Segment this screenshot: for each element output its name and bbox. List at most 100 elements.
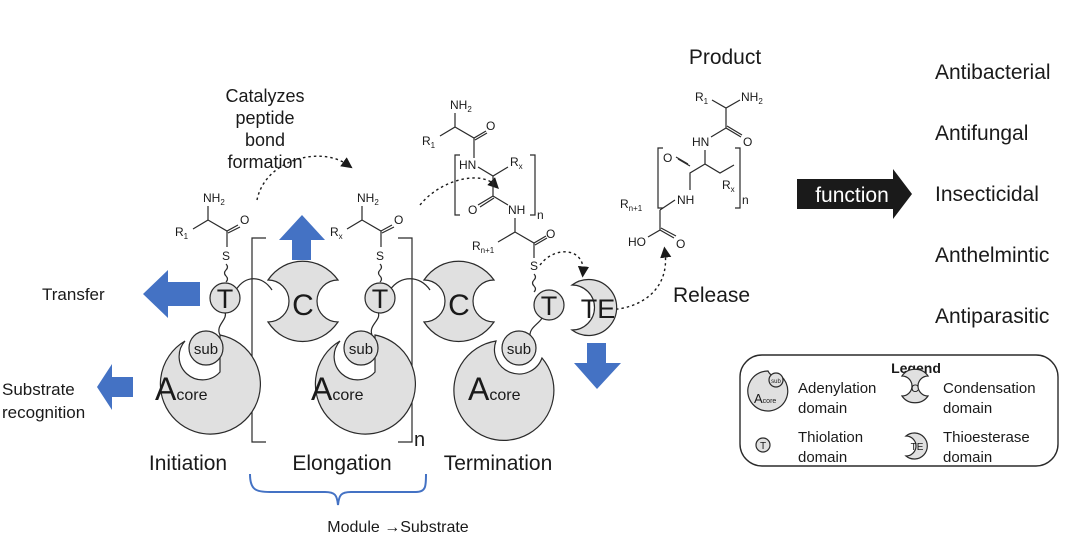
condensation-domain (422, 260, 496, 343)
stage-elongation: Elongation (292, 452, 391, 475)
release-label: Release (673, 284, 750, 307)
thiolation-domain (533, 289, 565, 321)
legend-condensation-suffix: domain (943, 400, 992, 417)
termination-module: C sub Acore TE T (422, 260, 618, 441)
sub-label: sub (507, 341, 531, 358)
chem-nh: NH (677, 193, 694, 207)
chem-nh2: NH2 (741, 90, 763, 106)
legend-thioesterase-name: Thioesterase (943, 429, 1030, 446)
chem-s: S (222, 249, 230, 263)
chem-rx: Rx (722, 178, 735, 194)
adenylation-domain (314, 334, 416, 435)
chem-nh2: NH2 (203, 191, 225, 207)
chem-o: O (486, 119, 495, 133)
initiation-aminoacyl: NH2 R1 O S (175, 191, 249, 283)
catalyzes-line-4: formation (227, 152, 302, 172)
initiation-module: sub Acore T (155, 282, 261, 435)
legend-c-label: C (911, 383, 919, 395)
c-label: C (292, 289, 314, 322)
legend-t-label: T (760, 441, 766, 452)
legend-condensation-name: Condensation (943, 380, 1036, 397)
termination-peptidyl: NH2 R1 O HN Rx O NH n Rn+1 O S (422, 98, 555, 293)
chem-rn1: Rn+1 (472, 239, 495, 255)
sub-label: sub (349, 341, 373, 358)
sub-domain (343, 330, 379, 366)
activity-insecticidal: Insecticidal (935, 183, 1039, 206)
chem-r1: R1 (175, 225, 189, 241)
legend-thioesterase-suffix: domain (943, 449, 992, 466)
function-label: function (815, 184, 889, 207)
elongation-aminoacyl: NH2 Rx O S (330, 191, 403, 283)
transfer-label: Transfer (42, 285, 105, 304)
repeat-n-sub: n (537, 208, 544, 222)
chem-nh2: NH2 (450, 98, 472, 114)
chem-rn1: Rn+1 (620, 197, 643, 213)
legend: Legend sub Acore Adenylation domain C Co… (739, 354, 1059, 467)
stage-termination: Termination (444, 452, 553, 475)
catalyzes-label: Catalyzes peptide bond formation (225, 86, 304, 172)
te-label: TE (581, 294, 616, 324)
condensation-up-arrow-icon (279, 215, 325, 260)
repeat-bracket (657, 147, 741, 209)
catalyzes-line-2: peptide (235, 108, 294, 128)
repeat-bracket (454, 154, 536, 216)
substrate-recognition-label-2: recognition (2, 403, 85, 422)
sub-domain (188, 330, 224, 366)
elongation-bracket (251, 237, 413, 443)
thioesterase-domain (570, 278, 618, 337)
t-label: T (217, 284, 234, 314)
legend-adenylation-name: Adenylation (798, 380, 876, 397)
legend-a-core-label: Acore (754, 391, 776, 406)
chem-o: O (663, 151, 672, 165)
chem-o: O (468, 203, 477, 217)
legend-title: Legend (891, 360, 941, 376)
legend-thiolation-icon (755, 437, 771, 453)
substrate-recognition-label-1: Substrate (2, 380, 75, 399)
activity-anthelmintic: Anthelmintic (935, 244, 1049, 267)
chem-rx: Rx (510, 155, 523, 171)
chem-o: O (240, 213, 249, 227)
activity-antiparasitic: Antiparasitic (935, 305, 1049, 328)
legend-te-label: TE (911, 442, 924, 453)
sub-domain (501, 330, 537, 366)
adenylation-domain (453, 340, 555, 441)
te-transfer-arrow (539, 251, 590, 278)
thiolation-domain (209, 282, 241, 314)
chem-nh: NH (508, 203, 525, 217)
legend-thiolation-name: Thiolation (798, 429, 863, 446)
thiolation-domain (364, 282, 396, 314)
legend-sub-label: sub (771, 379, 781, 385)
legend-adenylation-suffix: domain (798, 400, 847, 417)
stage-initiation: Initiation (149, 452, 227, 475)
peptide-bond-arrow (256, 155, 353, 201)
adenylation-domain (159, 334, 261, 435)
function-arrow-icon (797, 169, 912, 219)
phosphopantetheine-linker (223, 263, 229, 283)
module-substrate-label: Module →Substrate (327, 519, 469, 536)
repeat-n-sub: n (742, 193, 749, 207)
release-down-arrow-icon (574, 343, 621, 389)
legend-sub-icon (768, 372, 784, 388)
activity-antibacterial: Antibacterial (935, 61, 1051, 84)
release-arrow (604, 246, 672, 311)
catalyzes-line-3: bond (245, 130, 285, 150)
catalyzes-line-1: Catalyzes (225, 86, 304, 106)
chem-o: O (743, 135, 752, 149)
chem-r1: R1 (422, 134, 436, 150)
c-label: C (448, 289, 470, 322)
product-title: Product (689, 46, 762, 69)
t-label: T (541, 291, 558, 321)
repeat-n-label: n (414, 429, 425, 451)
module-brace (249, 473, 427, 506)
sub-label: sub (194, 341, 218, 358)
elongation-module: C sub Acore T (266, 260, 416, 435)
a-core-label: Acore (155, 371, 208, 407)
product-structure: Product R1 NH2 O HN O Rx NH n Rn+1 HO O (620, 46, 763, 251)
chem-s: S (376, 249, 384, 263)
legend-thioesterase-icon (904, 432, 928, 460)
legend-box (739, 354, 1059, 467)
activity-antifungal: Antifungal (935, 122, 1028, 145)
chem-hn: HN (692, 135, 709, 149)
a-core-label: Acore (468, 371, 521, 407)
chem-ho: HO (628, 235, 646, 249)
